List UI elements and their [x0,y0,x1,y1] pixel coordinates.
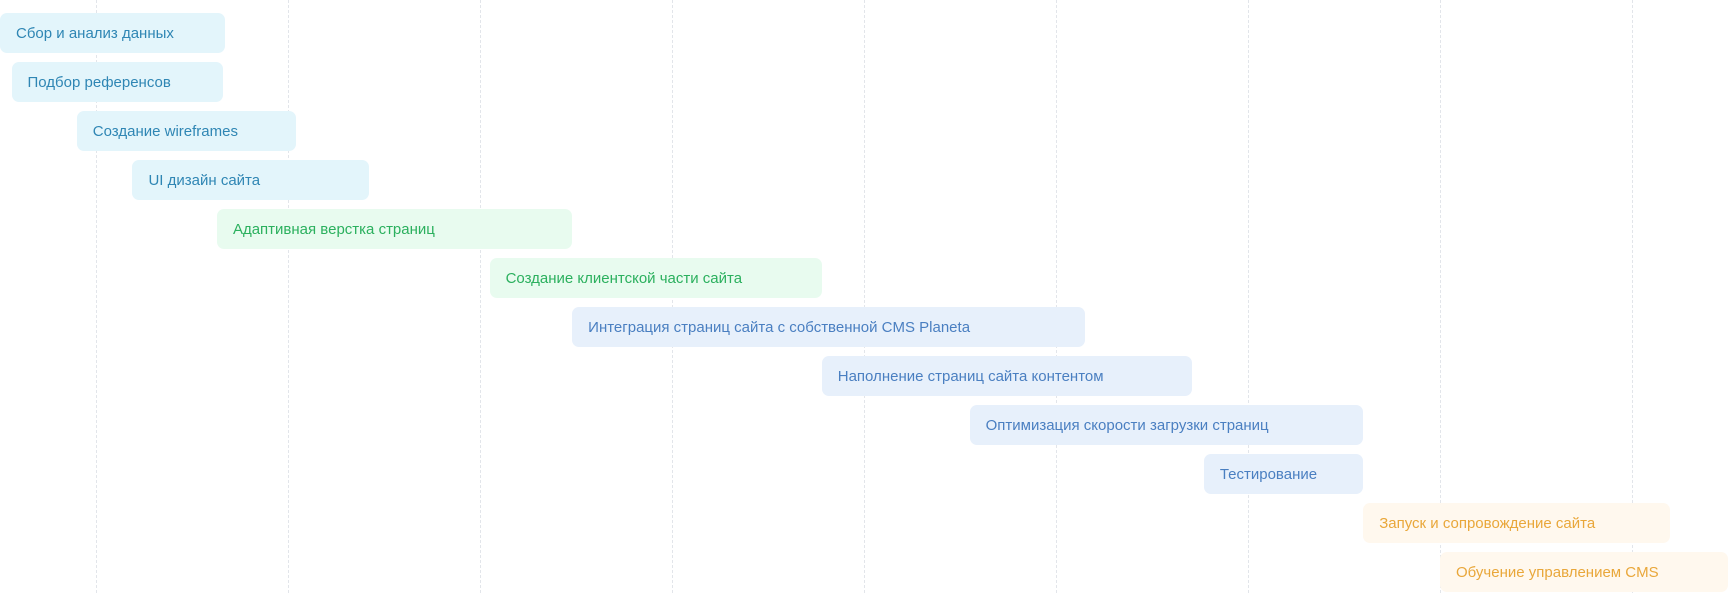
task-label: Адаптивная верстка страниц [232,220,435,238]
task-label: Запуск и сопровождение сайта [1379,514,1596,532]
task-label: Интеграция страниц сайта с собственной C… [588,318,971,336]
gridline [864,0,865,593]
task-label: UI дизайн сайта [148,171,261,189]
task-bar[interactable]: Обучение управлением CMS [1440,552,1728,592]
task-label: Сбор и анализ данных [16,24,174,42]
task-bar[interactable]: Подбор референсов [11,62,223,102]
gridline [96,0,97,593]
task-label: Наполнение страниц сайта контентом [837,367,1104,385]
gridline [288,0,289,593]
task-bar[interactable]: Сбор и анализ данных [0,13,225,53]
task-label: Создание клиентской части сайта [505,269,743,287]
gridline [1440,0,1441,593]
task-label: Оптимизация скорости загрузки страниц [985,416,1269,434]
task-bar[interactable]: Создание wireframes [76,111,296,151]
task-bar[interactable]: Оптимизация скорости загрузки страниц [969,405,1364,445]
task-bar[interactable]: Адаптивная верстка страниц [216,209,573,249]
gridline [1632,0,1633,593]
task-bar[interactable]: UI дизайн сайта [132,160,369,200]
task-bar[interactable]: Наполнение страниц сайта контентом [821,356,1193,396]
gridline [1248,0,1249,593]
task-bar[interactable]: Интеграция страниц сайта с собственной C… [572,307,1085,347]
task-bar[interactable]: Тестирование [1203,454,1364,494]
task-label: Тестирование [1219,465,1318,483]
task-label: Создание wireframes [92,122,238,140]
task-label: Обучение управлением CMS [1456,563,1659,581]
gridline [1056,0,1057,593]
gridline [480,0,481,593]
task-bar[interactable]: Создание клиентской части сайта [489,258,822,298]
task-label: Подбор референсов [27,73,171,91]
task-bar[interactable]: Запуск и сопровождение сайта [1363,503,1671,543]
